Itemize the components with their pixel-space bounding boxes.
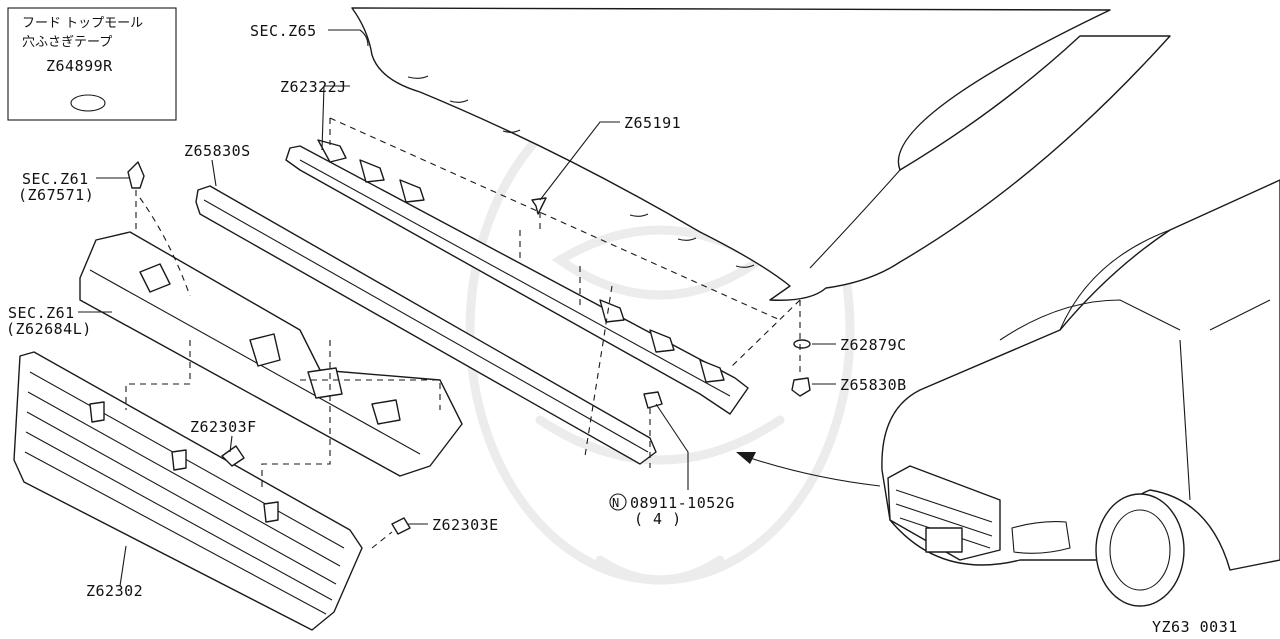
label-z65191: Z65191 <box>624 114 681 132</box>
label-z62879c: Z62879C <box>840 336 907 354</box>
nut-08911-icon <box>643 391 663 409</box>
location-arrow <box>736 452 881 487</box>
grille-upper-panel <box>79 231 463 477</box>
inset-jp-line2: 穴ふさぎテープ <box>22 35 112 50</box>
vehicle-location-view <box>881 179 1280 607</box>
label-z67571: (Z67571) <box>18 186 94 204</box>
front-grille <box>13 351 363 631</box>
label-z65830s: Z65830S <box>184 142 251 160</box>
hole-tape-icon <box>70 94 106 112</box>
part-labels: SEC.Z65 Z62322J Z65191 Z65830S SEC.Z61 (… <box>6 22 1238 636</box>
label-sec-z61-top: SEC.Z61 <box>22 170 89 188</box>
label-sec-z61-mid: SEC.Z61 <box>8 304 75 322</box>
label-z62302: Z62302 <box>86 582 143 600</box>
clip-z62303f-icon <box>221 445 245 467</box>
washer-z62879c-icon <box>793 339 811 349</box>
label-sec-z65: SEC.Z65 <box>250 22 317 40</box>
inset-part-number: Z64899R <box>46 57 113 75</box>
label-n-symbol: N <box>612 496 620 510</box>
grille-molding-strip <box>195 185 657 465</box>
n-symbol-circle-icon <box>609 493 627 511</box>
clip-z62303e-icon <box>391 517 411 535</box>
clip-z67571-icon <box>127 161 145 189</box>
hood-top-molding <box>285 139 749 415</box>
label-z65830b: Z65830B <box>840 376 907 394</box>
clip-z65830b-icon <box>791 377 811 397</box>
inset-jp-line1: フード トップモール <box>22 16 143 31</box>
label-08911-1052g: 08911-1052G <box>630 494 735 512</box>
label-z62322j: Z62322J <box>280 78 347 96</box>
label-quantity: ( 4 ) <box>634 510 682 528</box>
hood <box>351 7 1171 301</box>
small-parts <box>127 161 811 535</box>
diagram-id: YZ63 0031 <box>1152 618 1238 636</box>
leader-lines <box>78 29 836 587</box>
assembly-guides <box>125 117 801 549</box>
label-z62303e: Z62303E <box>432 516 499 534</box>
label-z62303f: Z62303F <box>190 418 257 436</box>
label-z62684l: (Z62684L) <box>6 320 92 338</box>
clip-z65191-icon <box>531 197 547 215</box>
inset-box: フード トップモール 穴ふさぎテープ Z64899R <box>7 7 177 121</box>
arrow-head-icon <box>736 452 756 464</box>
